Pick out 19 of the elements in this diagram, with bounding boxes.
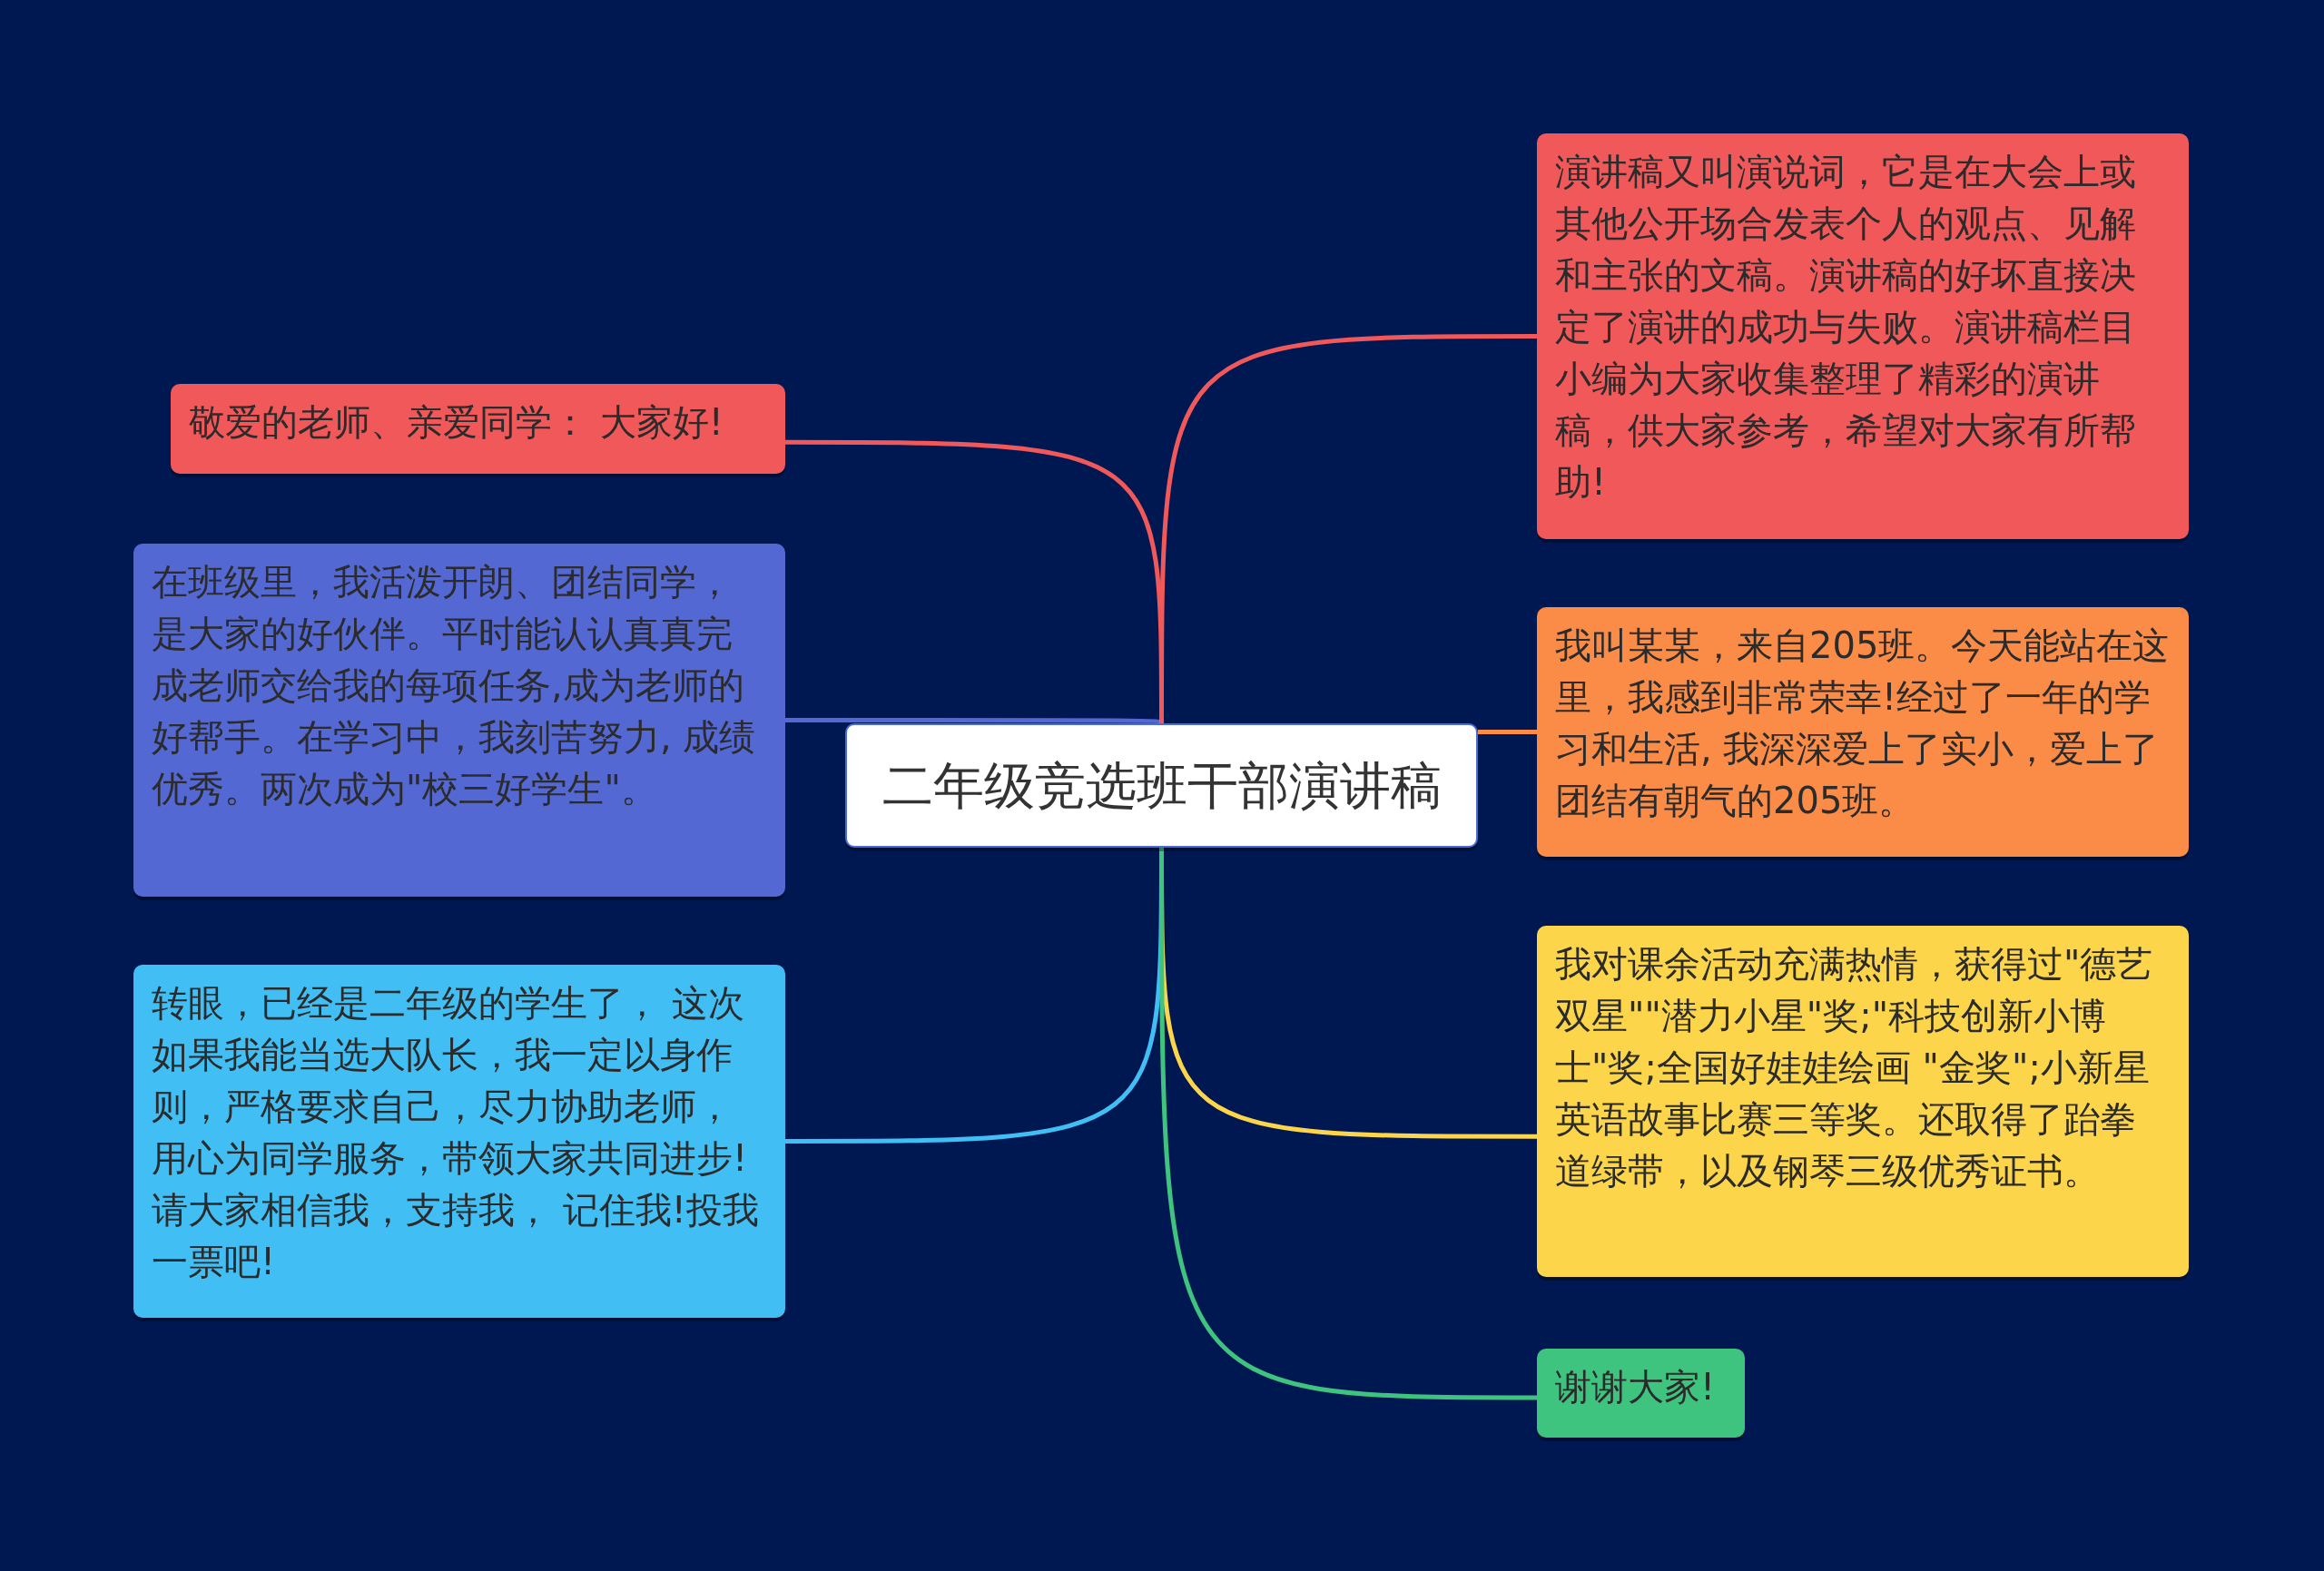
connector-line <box>1478 730 1537 734</box>
topic-box <box>133 544 785 897</box>
topic-box <box>171 384 785 474</box>
topic-text: 谢谢大家! <box>1555 1366 1716 1408</box>
topic-box <box>1537 607 2189 857</box>
topic-text: 敬爱的老师、亲爱同学： 大家好! <box>189 401 724 443</box>
topic-text: 我对课余活动充满热情，获得过"德艺双星""潜力小星"奖;"科技创新小博士"奖;全国好娃娃绘画 "金奖";小新星英语故事比赛三等奖。还取得了跆拳道绿带，以及钢琴三级优秀证书。 <box>1555 943 2153 1192</box>
central-topic-box <box>845 723 1478 848</box>
topic-box <box>1537 926 2189 1277</box>
topic-box <box>133 965 785 1318</box>
topic-text: 演讲稿又叫演说词，它是在大会上或其他公开场合发表个人的观点、见解和主张的文稿。演讲稿的好坏直接决定了演讲的成功与失败。演讲稿栏目小编为大家收集整理了精彩的演讲稿，供大家参考，希望对大家有所帮助! <box>1555 151 2136 503</box>
connector-line <box>1159 848 1537 1400</box>
topic-box <box>1537 1349 1745 1438</box>
topic-text: 在班级里，我活泼开朗、团结同学，是大家的好伙伴。平时能认认真真完成老师交给我的每项任务,成为老师的好帮手。在学习中，我刻苦努力, 成绩优秀。两次成为"校三好学生"。 <box>152 561 756 810</box>
topic-box <box>1537 133 2189 539</box>
topic-text: 二年级竞选班干部演讲稿 <box>881 754 1442 817</box>
topic-text: 转眼，已经是二年级的学生了， 这次如果我能当选大队长，我一定以身作则，严格要求自己，尽力协助老师，用心为同学服务，带领大家共同进步!请大家相信我，支持我， 记住我!投我一票吧! <box>152 982 759 1282</box>
connector-line <box>1159 334 1537 723</box>
topic-text: 我叫某某，来自205班。今天能站在这里，我感到非常荣幸!经过了一年的学习和生活, 我深深爱上了实小，爱上了团结有朝气的205班。 <box>1555 624 2170 821</box>
